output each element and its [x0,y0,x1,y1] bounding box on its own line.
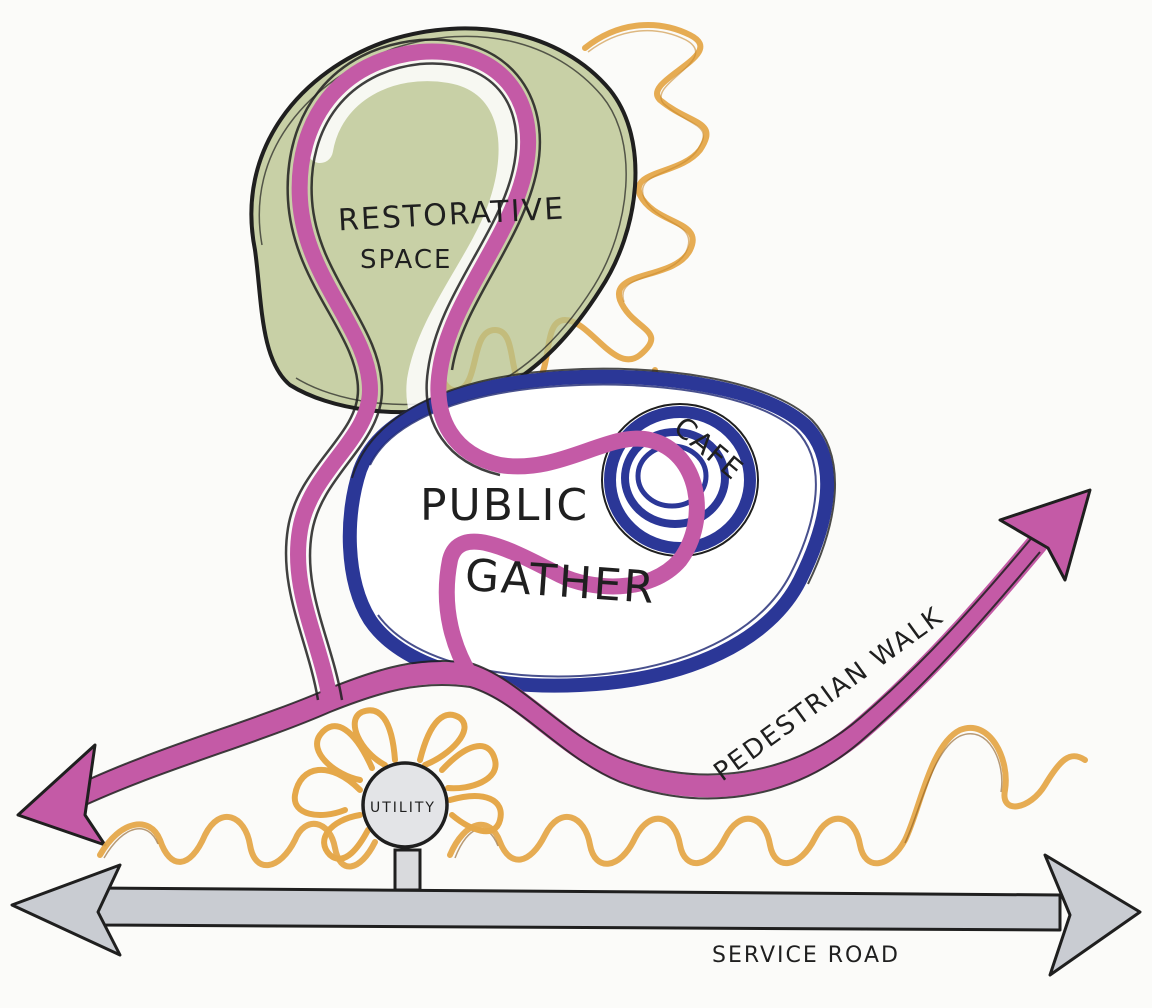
service-road-bar [93,886,1062,932]
pedestrian-loop-path [289,43,705,708]
utility-node [361,761,449,849]
service-road-label: SERVICE ROAD [712,943,900,968]
lower-buffer-squiggle [97,725,1088,870]
utility-label: UTILITY [370,800,436,816]
public-gather-outline [342,369,835,693]
walk-arrow-right [998,488,1092,582]
restorative-space-outline [249,26,638,414]
utility-petals [291,707,504,862]
public-label-line1: PUBLIC [420,480,589,531]
road-arrow-right [1043,853,1142,977]
road-arrow-left [10,863,122,957]
utility-stem [393,848,422,892]
pedestrian-walk-path [49,529,1051,816]
restorative-label-line2: SPACE [360,245,452,275]
